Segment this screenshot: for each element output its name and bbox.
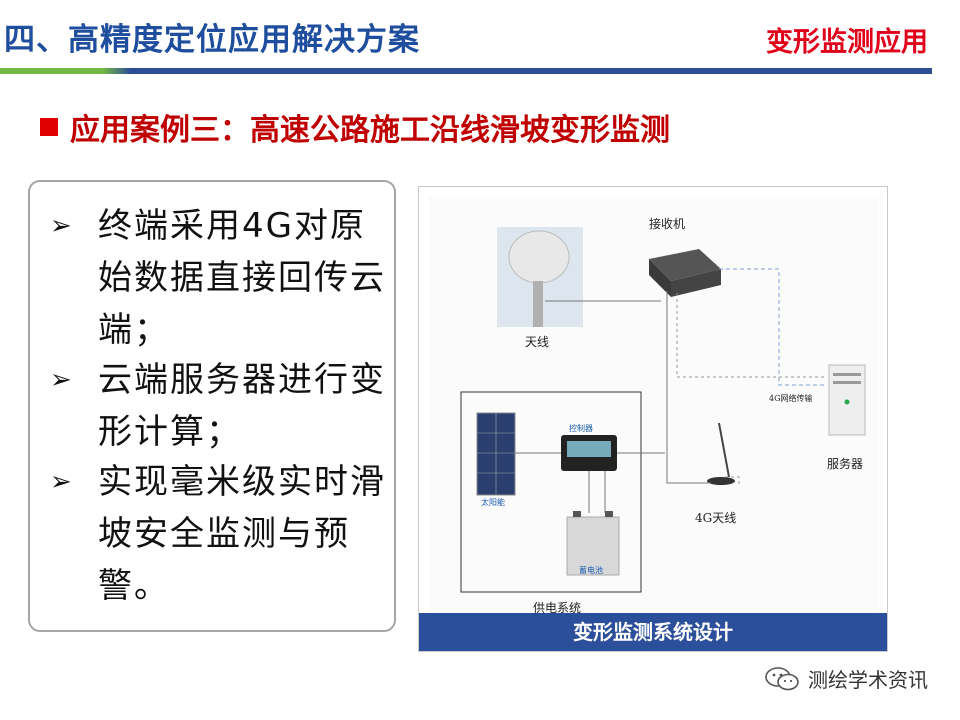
gnss-antenna-icon bbox=[497, 227, 583, 327]
network-label: 4G网络传输 bbox=[769, 394, 813, 403]
4g-antenna-icon bbox=[707, 422, 735, 485]
wechat-icon bbox=[765, 666, 799, 690]
diagram-canvas: 接收机 天线 服务器 4G网络传输 4G天线 控制器 太阳能 蓄电池 供电系统 bbox=[429, 197, 879, 617]
watermark-text: 测绘学术资讯 bbox=[808, 668, 928, 692]
receiver-label: 接收机 bbox=[649, 217, 686, 231]
power-system-box bbox=[460, 391, 642, 593]
controller-label: 控制器 bbox=[569, 424, 593, 433]
bullet-text: 实现毫米级实时滑坡安全监测与预警。 bbox=[98, 462, 386, 606]
slide-subtitle: 应用案例三：高速公路施工沿线滑坡变形监测 bbox=[40, 105, 670, 149]
bullet-item: ➢ 实现毫米级实时滑坡安全监测与预警。 bbox=[50, 456, 390, 612]
red-square-bullet-icon bbox=[40, 118, 58, 136]
bullet-item: ➢ 终端采用4G对原始数据直接回传云端； bbox=[50, 200, 390, 356]
battery-label: 蓄电池 bbox=[579, 566, 603, 575]
system-diagram: 接收机 天线 服务器 4G网络传输 4G天线 控制器 太阳能 蓄电池 供电系统 … bbox=[418, 186, 888, 652]
arrow-bullet-icon: ➢ bbox=[50, 467, 72, 497]
page-title: 四、高精度定位应用解决方案 bbox=[4, 22, 420, 58]
server-label: 服务器 bbox=[827, 457, 864, 471]
power-system-label: 供电系统 bbox=[533, 601, 582, 615]
diagram-graphics bbox=[460, 227, 866, 593]
server-icon bbox=[828, 364, 866, 436]
header-divider bbox=[0, 68, 932, 74]
bullet-panel: ➢ 终端采用4G对原始数据直接回传云端； ➢ 云端服务器进行变形计算； ➢ 实现… bbox=[28, 180, 396, 632]
arrow-bullet-icon: ➢ bbox=[50, 365, 72, 395]
bullet-text: 云端服务器进行变形计算； bbox=[98, 360, 386, 452]
controller-icon bbox=[561, 435, 617, 471]
solar-panel-icon bbox=[476, 412, 516, 496]
section-label: 变形监测应用 bbox=[766, 27, 928, 58]
solar-label: 太阳能 bbox=[481, 498, 505, 507]
watermark: 测绘学术资讯 bbox=[764, 664, 928, 693]
diagram-caption: 变形监测系统设计 bbox=[419, 613, 887, 651]
antenna-4g-label: 4G天线 bbox=[695, 511, 737, 525]
bullet-item: ➢ 云端服务器进行变形计算； bbox=[50, 354, 390, 458]
antenna-label: 天线 bbox=[525, 335, 550, 349]
bullet-text: 终端采用4G对原始数据直接回传云端； bbox=[98, 206, 386, 350]
arrow-bullet-icon: ➢ bbox=[50, 211, 72, 241]
receiver-icon bbox=[649, 249, 721, 297]
battery-icon bbox=[566, 511, 620, 576]
subtitle-text: 应用案例三：高速公路施工沿线滑坡变形监测 bbox=[70, 113, 670, 148]
